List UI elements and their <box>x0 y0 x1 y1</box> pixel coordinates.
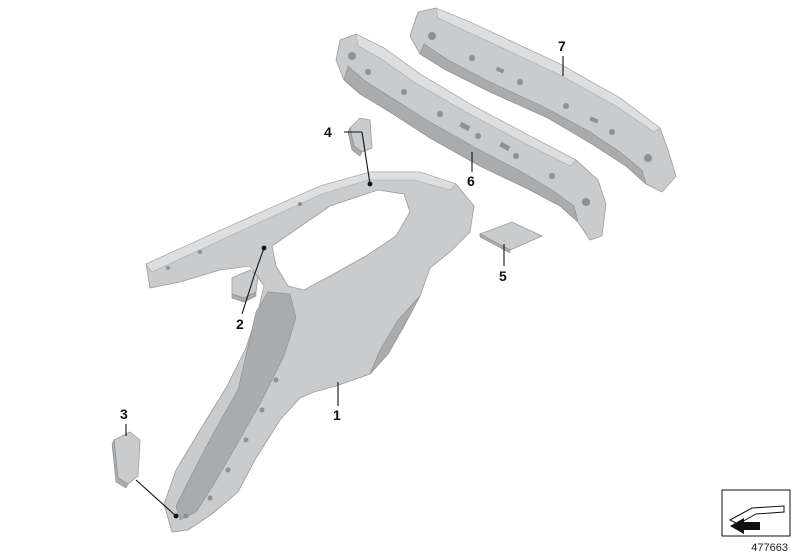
callout-3: 3 <box>120 406 128 422</box>
callout-5: 5 <box>499 268 507 284</box>
callout-labels: 7 6 4 5 2 1 3 <box>120 38 566 423</box>
part-7-rear-cross-member-upper[interactable] <box>409 7 677 193</box>
callout-2: 2 <box>236 316 244 332</box>
callout-4: 4 <box>324 124 332 140</box>
callout-7: 7 <box>558 38 566 54</box>
car-outline-arrow-icon <box>721 489 791 537</box>
part-2-inner-bracket[interactable] <box>231 269 259 303</box>
part-5-cover-patch[interactable] <box>479 221 543 254</box>
leader-lines <box>125 56 564 519</box>
callout-6: 6 <box>467 173 475 189</box>
reference-number: 477663 <box>751 542 788 554</box>
part-3-lower-bracket[interactable] <box>111 431 141 489</box>
part-6-rear-cross-member-lower[interactable] <box>335 33 607 241</box>
part-1-side-frame[interactable] <box>145 171 475 533</box>
part-4-bracket[interactable] <box>347 117 373 157</box>
callout-1: 1 <box>333 407 341 423</box>
